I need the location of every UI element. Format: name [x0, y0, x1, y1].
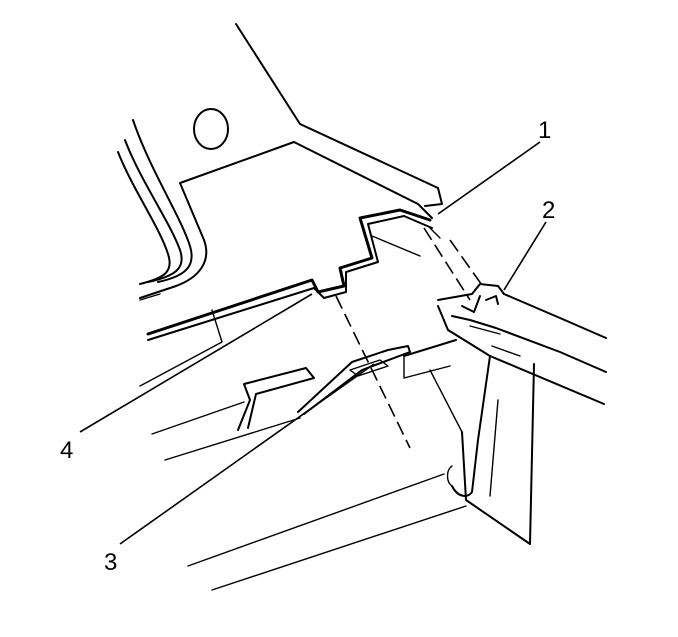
alignment-line-1 [423, 227, 471, 301]
alignment-line-2 [449, 239, 485, 289]
leader-line-2 [503, 221, 547, 291]
callout-2: 2 [542, 197, 555, 224]
stepped-flange [146, 208, 441, 341]
callout-3: 3 [104, 549, 117, 576]
leader-line-1 [437, 141, 541, 215]
leader-lines [79, 141, 547, 545]
clip-3 [237, 345, 411, 431]
callout-4: 4 [60, 437, 73, 464]
trim-retainer [437, 283, 607, 545]
grommet-icon [193, 108, 229, 150]
lower-sill [139, 309, 467, 591]
upper-panel [117, 23, 443, 301]
alignment-line-3 [335, 295, 411, 449]
leader-line-3 [119, 363, 375, 545]
alignment-lines [335, 227, 485, 449]
leader-line-4 [79, 293, 313, 433]
callout-1: 1 [538, 117, 551, 144]
